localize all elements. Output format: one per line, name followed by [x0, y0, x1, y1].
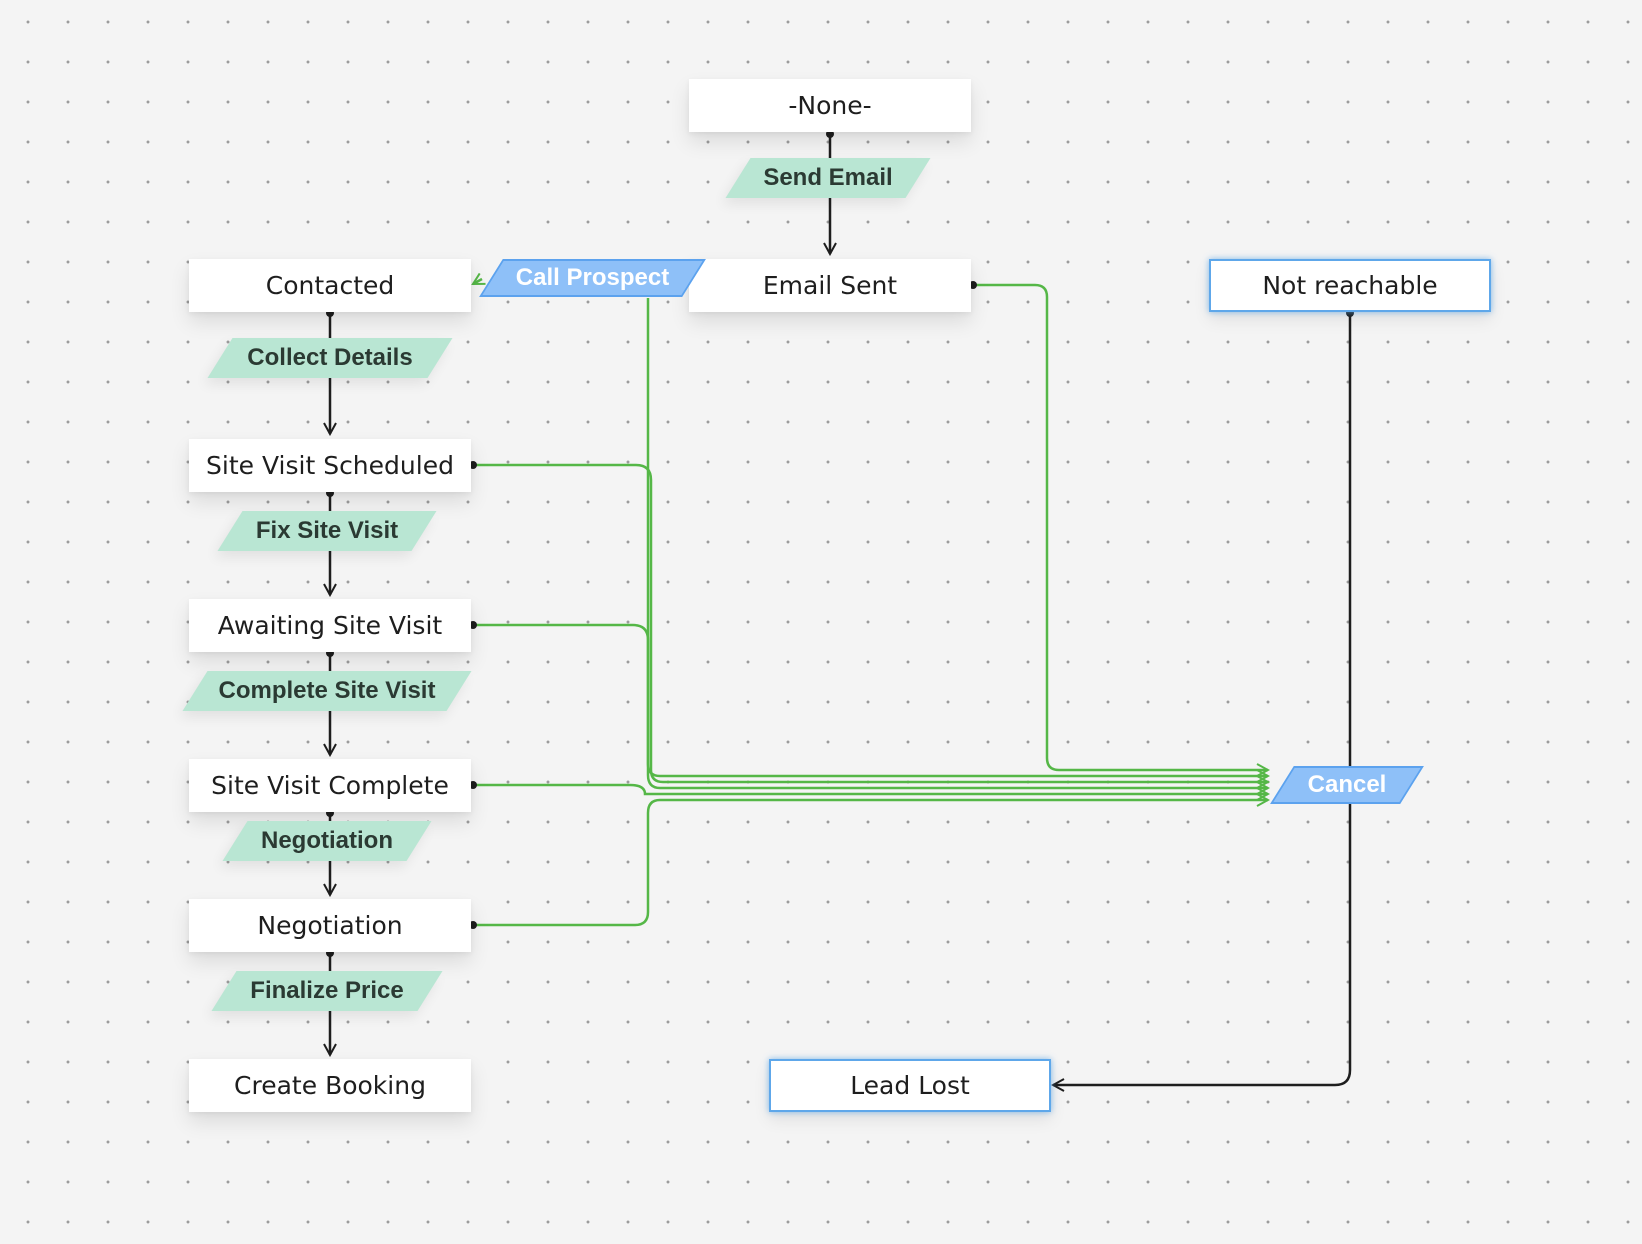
action-call-prospect[interactable]: Call Prospect	[479, 259, 706, 297]
action-label: Collect Details	[247, 344, 413, 371]
action-cancel[interactable]: Cancel	[1270, 766, 1424, 804]
action-label: Call Prospect	[515, 264, 670, 291]
action-label: Negotiation	[261, 827, 393, 854]
connector-email-sent-to-cancel	[973, 283, 1268, 770]
action-label: Send Email	[763, 164, 893, 191]
action-label: Finalize Price	[250, 977, 404, 1004]
action-collect-details[interactable]: Collect Details	[207, 338, 453, 378]
state-negotiation[interactable]: Negotiation	[189, 899, 471, 952]
state-not-reachable[interactable]: Not reachable	[1209, 259, 1491, 312]
state-none[interactable]: -None-	[689, 79, 971, 132]
action-label: Complete Site Visit	[218, 677, 436, 704]
state-contacted[interactable]: Contacted	[189, 259, 471, 312]
action-finalize-price[interactable]: Finalize Price	[211, 971, 443, 1011]
connector-not-reachable-to-lead-lost	[1053, 313, 1352, 1085]
action-negotiation[interactable]: Negotiation	[222, 821, 432, 861]
connector-port	[969, 281, 977, 289]
action-complete-site-visit[interactable]: Complete Site Visit	[182, 671, 472, 711]
state-site-visit-complete[interactable]: Site Visit Complete	[189, 759, 471, 812]
state-email-sent[interactable]: Email Sent	[689, 259, 971, 312]
action-fix-site-visit[interactable]: Fix Site Visit	[217, 511, 437, 551]
state-awaiting-site-visit[interactable]: Awaiting Site Visit	[189, 599, 471, 652]
connector-site-visit-complete-to-cancel	[473, 783, 1268, 794]
connector-email-sent-to-contacted	[473, 279, 482, 286]
connector-port	[826, 130, 834, 138]
connector-negotiation-to-cancel	[473, 800, 1268, 927]
connector-site-visit-scheduled-to-cancel	[473, 463, 1268, 782]
connector-port	[469, 921, 477, 929]
connector-port	[469, 461, 477, 469]
connector-port	[469, 621, 477, 629]
state-create-booking[interactable]: Create Booking	[189, 1059, 471, 1112]
action-label: Cancel	[1307, 771, 1387, 798]
connector-contacted-to-cancel	[646, 298, 1268, 776]
state-lead-lost[interactable]: Lead Lost	[769, 1059, 1051, 1112]
connector-port	[469, 781, 477, 789]
action-send-email[interactable]: Send Email	[725, 158, 931, 198]
connector-awaiting-to-cancel	[473, 623, 1268, 788]
state-site-visit-scheduled[interactable]: Site Visit Scheduled	[189, 439, 471, 492]
action-label: Fix Site Visit	[255, 517, 399, 544]
